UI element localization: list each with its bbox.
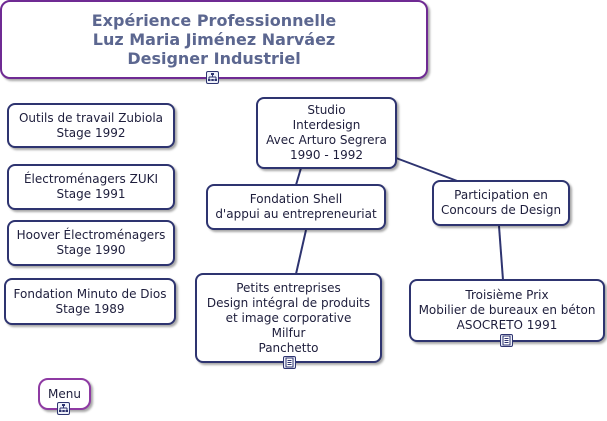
troisieme-prix-box[interactable]: Troisième Prix Mobilier de bureaux en bé…	[409, 279, 605, 342]
hierarchy-icon[interactable]	[57, 402, 70, 415]
studio-line-4: 1990 - 1992	[289, 148, 364, 162]
shell-line-1: Fondation Shell	[249, 192, 343, 206]
troisieme-line-2: Mobilier de bureaux en béton	[418, 303, 596, 317]
minuto-name: Fondation Minuto de Dios	[13, 286, 167, 301]
petits-line-3: et image corporative	[225, 310, 352, 325]
studio-line-3: Avec Arturo Segrera	[266, 133, 387, 147]
title-line-1: Expérience Professionnelle	[91, 11, 337, 30]
connector-studio-participation	[395, 157, 461, 183]
hoover-name: Hoover Électroménagers	[16, 228, 166, 242]
zuki-box[interactable]: Électroménagers ZUKI Stage 1991	[7, 164, 175, 210]
participation-line-2: Concours de Design	[440, 203, 562, 217]
studio-line-2: Interdesign	[292, 118, 361, 132]
connector-shell-petits	[295, 229, 307, 275]
zubiola-box[interactable]: Outils de travail Zubiola Stage 1992	[7, 103, 175, 148]
shell-line-2: d'appui au entrepreneuriat	[215, 207, 377, 221]
fondation-shell-box[interactable]: Fondation Shell d'appui au entrepreneuri…	[206, 184, 386, 230]
participation-box[interactable]: Participation en Concours de Design	[432, 180, 570, 226]
petits-line-4: Milfur	[271, 325, 306, 340]
connector-studio-shell	[295, 167, 302, 186]
title-box: Expérience Professionnelle Luz Maria Jim…	[0, 0, 428, 79]
note-icon[interactable]	[500, 334, 513, 347]
hoover-stage: Stage 1990	[56, 243, 126, 257]
petits-line-1: Petits entreprises	[236, 280, 341, 295]
petits-entreprises-box[interactable]: Petits entreprises Design intégral de pr…	[195, 273, 382, 363]
troisieme-line-1: Troisième Prix	[465, 288, 549, 302]
petits-line-2: Design intégral de produits	[206, 295, 371, 310]
studio-line-1: Studio	[307, 103, 346, 117]
zubiola-stage: Stage 1992	[56, 125, 126, 140]
minuto-stage: Stage 1989	[55, 301, 125, 316]
zubiola-name: Outils de travail Zubiola	[18, 110, 164, 125]
title-line-3: Designer Industriel	[127, 49, 301, 68]
hierarchy-icon[interactable]	[206, 71, 219, 84]
zuki-name: Électroménagers ZUKI	[23, 172, 159, 186]
connector-participation-troisieme	[498, 225, 504, 281]
minuto-box[interactable]: Fondation Minuto de Dios Stage 1989	[4, 278, 176, 325]
petits-line-5: Panchetto	[258, 340, 319, 355]
studio-box[interactable]: Studio Interdesign Avec Arturo Segrera 1…	[256, 97, 397, 169]
participation-line-1: Participation en	[454, 188, 548, 202]
title-line-2: Luz Maria Jiménez Narváez	[92, 30, 336, 49]
hoover-box[interactable]: Hoover Électroménagers Stage 1990	[7, 220, 175, 266]
troisieme-line-3: ASOCRETO 1991	[456, 318, 558, 332]
zuki-stage: Stage 1991	[56, 187, 126, 201]
menu-label: Menu	[48, 386, 81, 401]
note-icon[interactable]	[283, 356, 296, 369]
